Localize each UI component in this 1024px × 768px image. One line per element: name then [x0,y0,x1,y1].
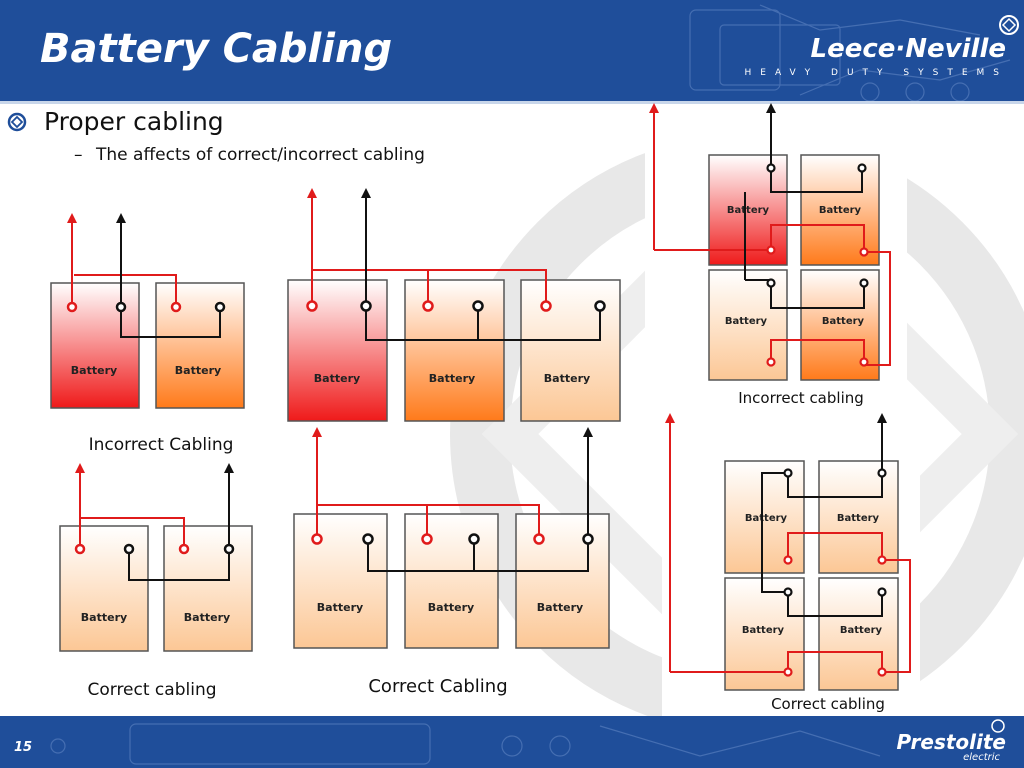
header-decoration [689,4,1011,101]
prestolite-logo-icon [991,719,1005,733]
battery [287,279,388,422]
slide-header: Battery Cabling Leece·Neville HEAVY DUTY… [0,0,1024,101]
logo-icon [999,15,1019,35]
battery-label: Battery [71,364,117,377]
battery-label: Battery [81,611,127,624]
battery [163,525,253,652]
four-battery-correct: Battery Battery Battery Battery Correct … [665,413,911,713]
brand-tagline: HEAVY DUTY SYSTEMS [744,68,1008,78]
battery [724,460,805,574]
battery-label: Battery [727,205,770,216]
battery-label: Battery [428,601,474,614]
header-rule [0,101,1024,104]
caption-four-correct: Correct cabling [771,695,885,713]
caption-two-incorrect: Incorrect Cabling [89,435,234,455]
battery [520,279,621,422]
battery-cabling-diagram: Battery Battery Incorrect Cabling Batter… [50,103,911,713]
battery-label: Battery [725,316,768,327]
caption-four-incorrect: Incorrect cabling [738,389,864,407]
battery-label: Battery [184,611,230,624]
caption-three-correct: Correct Cabling [368,676,507,697]
battery-label: Battery [840,625,883,636]
four-battery-incorrect: Battery Battery Battery Battery Incorrec… [649,103,891,407]
footer-decoration [50,723,881,765]
battery [155,282,245,409]
two-battery-correct: Battery Battery Correct cabling [59,463,253,700]
battery-label: Battery [314,372,360,385]
battery [818,460,899,574]
page-number: 15 [14,740,33,755]
bullet-main: Proper cabling [44,107,224,136]
caption-two-correct: Correct cabling [87,680,216,700]
slide-footer: 15 Prestolite electric [0,716,1024,768]
leece-neville-logo: Leece·Neville [810,34,1006,64]
battery [404,513,499,649]
slide-title: Battery Cabling [40,26,393,72]
battery [515,513,610,649]
battery-label: Battery [837,513,880,524]
three-battery-correct: Battery Battery Battery Correct Cabling [293,427,610,697]
battery [404,279,505,422]
battery-label: Battery [742,625,785,636]
bullet-icon [7,112,27,132]
prestolite-logo: Prestolite [896,730,1006,754]
battery [50,282,140,409]
battery-label: Battery [745,513,788,524]
battery-label: Battery [429,372,475,385]
battery-label: Battery [822,316,865,327]
battery-label: Battery [544,372,590,385]
battery-label: Battery [819,205,862,216]
bullet-sub: The affects of correct/incorrect cabling [96,145,425,165]
battery [293,513,388,649]
battery-label: Battery [317,601,363,614]
two-battery-incorrect: Battery Battery Incorrect Cabling [50,213,245,455]
battery-label: Battery [175,364,221,377]
battery-label: Battery [537,601,583,614]
three-battery-incorrect: Battery Battery Battery [287,188,621,422]
prestolite-tagline: electric [963,752,1000,763]
bullet-dash: – [74,145,83,165]
battery [59,525,149,652]
battery [800,154,880,266]
